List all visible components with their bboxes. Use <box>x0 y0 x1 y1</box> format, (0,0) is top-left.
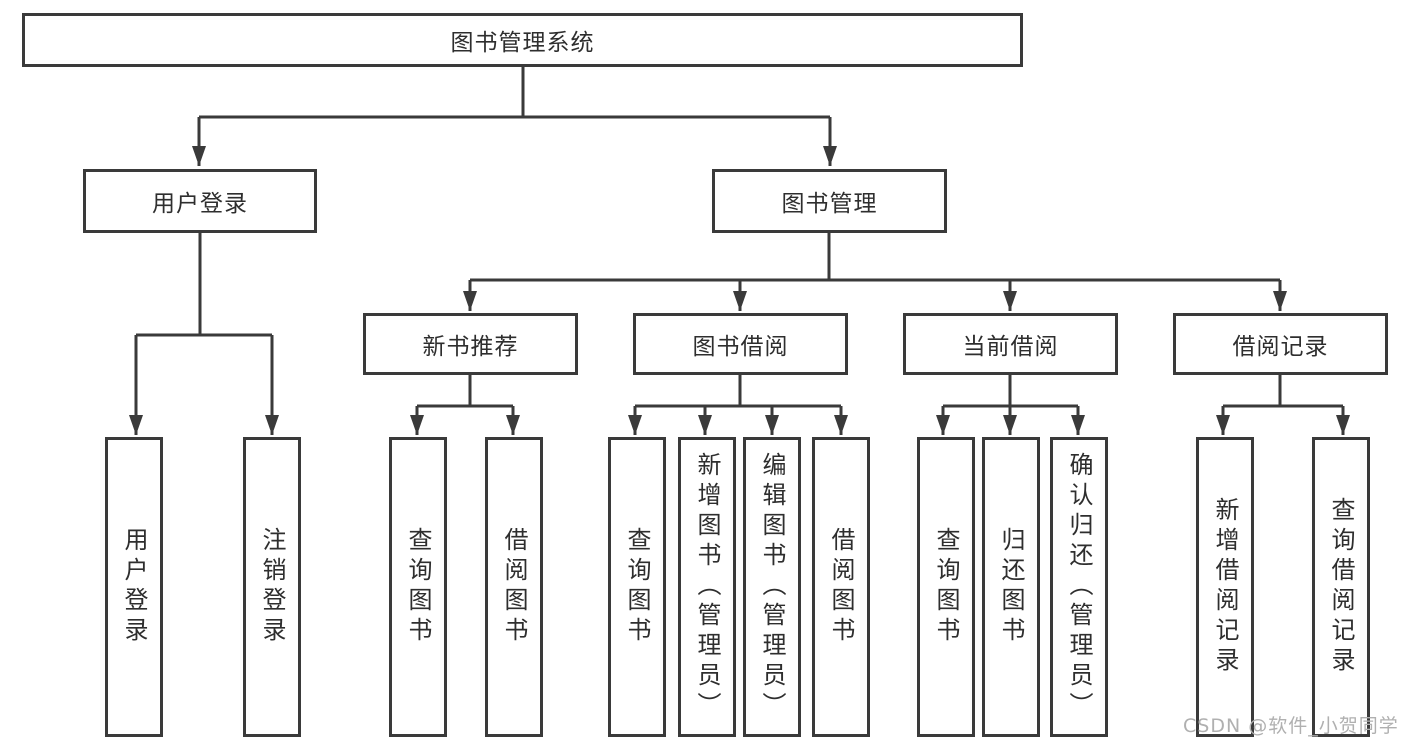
node-leaf-query-borrowing-record: 查询借阅记录 <box>1312 437 1370 737</box>
node-book-borrowing: 图书借阅 <box>633 313 848 375</box>
node-leaf-borrow-books-1: 借阅图书 <box>485 437 543 737</box>
node-leaf-add-books-admin: 新增图书（管理员） <box>678 437 736 737</box>
node-leaf-return-books: 归还图书 <box>982 437 1040 737</box>
node-new-book-recommendation: 新书推荐 <box>363 313 578 375</box>
watermark: CSDN @软件_小贺同学 <box>1183 715 1399 737</box>
node-leaf-query-books-3: 查询图书 <box>917 437 975 737</box>
node-leaf-confirm-return-admin: 确认归还（管理员） <box>1050 437 1108 737</box>
node-leaf-logout: 注销登录 <box>243 437 301 737</box>
node-leaf-edit-books-admin: 编辑图书（管理员） <box>743 437 801 737</box>
node-book-management: 图书管理 <box>712 169 947 233</box>
node-current-borrowing: 当前借阅 <box>903 313 1118 375</box>
node-user-login: 用户登录 <box>83 169 317 233</box>
node-library-management-system: 图书管理系统 <box>22 13 1023 67</box>
node-borrowing-records: 借阅记录 <box>1173 313 1388 375</box>
node-leaf-query-books-2: 查询图书 <box>608 437 666 737</box>
node-leaf-query-books-1: 查询图书 <box>389 437 447 737</box>
node-leaf-add-borrowing-record: 新增借阅记录 <box>1196 437 1254 737</box>
node-leaf-user-login: 用户登录 <box>105 437 163 737</box>
node-leaf-borrow-books-2: 借阅图书 <box>812 437 870 737</box>
